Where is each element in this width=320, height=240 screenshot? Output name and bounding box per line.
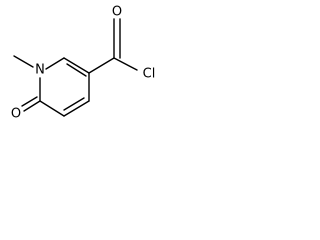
structure-diagram: N O O Cl bbox=[0, 0, 192, 138]
bond-c2-c3 bbox=[63, 57, 90, 74]
bond-c6-o-ketone bbox=[23, 100, 41, 112]
bond-c6-o-ketone-double bbox=[21, 96, 38, 107]
molecule-svg: N O O Cl bbox=[11, 5, 156, 122]
bond-carbonyl-cl bbox=[113, 57, 138, 71]
bond-c4-c5 bbox=[63, 100, 90, 117]
bond-c2-c3-double bbox=[66, 63, 87, 77]
bond-c3-carbonyl bbox=[88, 57, 115, 74]
atom-label-cl: Cl bbox=[143, 67, 156, 82]
bond-c5-c6 bbox=[39, 100, 65, 117]
bond-n1-methyl bbox=[13, 55, 34, 68]
atom-label-n: N bbox=[35, 63, 45, 78]
bond-c4-c5-double bbox=[63, 97, 85, 111]
atom-label-o-acyl: O bbox=[112, 5, 122, 20]
bond-n1-c2 bbox=[45, 57, 65, 70]
atom-label-o-ketone: O bbox=[11, 107, 21, 122]
